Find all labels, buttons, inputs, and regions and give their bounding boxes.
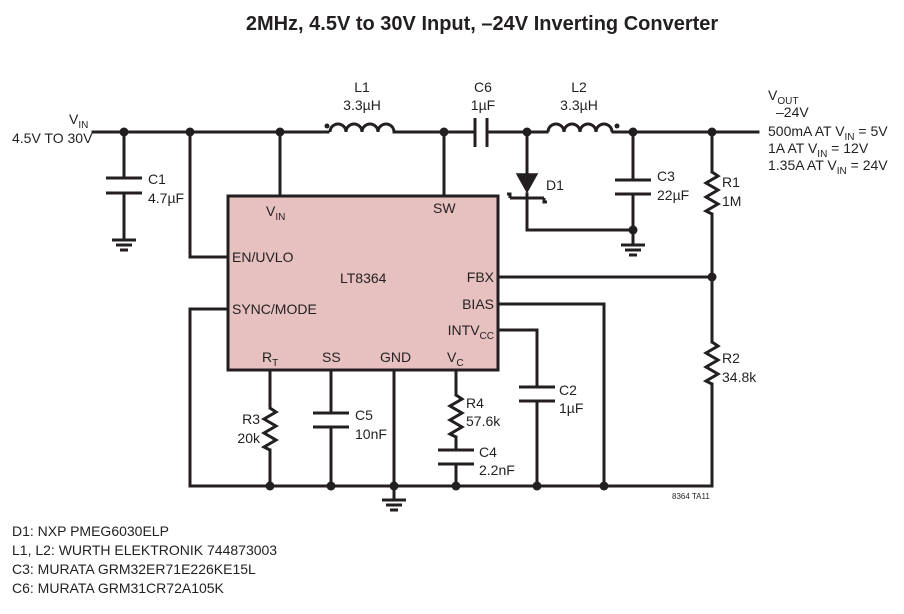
pin-sync-mode: SYNC/MODE xyxy=(232,301,317,317)
r3-value: 20k xyxy=(237,430,261,446)
ground-symbol-c3 xyxy=(621,243,645,257)
vin-label: VIN 4.5V TO 30V xyxy=(12,111,93,146)
c1-ref: C1 xyxy=(148,171,166,187)
inductor-l2: L2 3.3µH xyxy=(546,79,620,133)
r2-value: 34.8k xyxy=(722,369,757,385)
pin-ss: SS xyxy=(322,349,341,365)
vin-range: 4.5V TO 30V xyxy=(12,130,93,146)
vout-load-3: 1.35A AT VIN = 24V xyxy=(768,157,888,177)
lt8364-ic: LT8364 VIN SW EN/UVLO SYNC/MODE FBX BIAS… xyxy=(226,194,500,372)
vout-label: VOUT –24V 500mA AT VIN = 5V 1A AT VIN = … xyxy=(768,87,888,177)
r1-value: 1M xyxy=(722,193,741,209)
r1-ref: R1 xyxy=(722,174,740,190)
c2-ref: C2 xyxy=(559,382,577,398)
resistor-r4: R4 57.6k xyxy=(446,393,501,439)
l2-ref: L2 xyxy=(571,79,587,95)
note-c3: C3: MURATA GRM32ER71E226KE15L xyxy=(12,561,256,577)
resistor-r3: R3 20k xyxy=(237,406,279,452)
capacitor-c6: C6 1µF xyxy=(471,79,495,147)
ground-symbol-c1 xyxy=(112,238,136,252)
c1-value: 4.7µF xyxy=(148,190,184,206)
capacitor-c4: C4 2.2nF xyxy=(438,444,515,478)
vin-name: VIN xyxy=(69,111,88,131)
pin-sw: SW xyxy=(433,200,456,216)
inductor-l1: L1 3.3µH xyxy=(324,79,396,133)
d1-ref: D1 xyxy=(546,177,564,193)
pin-bias: BIAS xyxy=(462,296,494,312)
pin-en-uvlo: EN/UVLO xyxy=(232,249,294,265)
l2-value: 3.3µH xyxy=(560,97,598,113)
r3-ref: R3 xyxy=(242,411,260,427)
c5-ref: C5 xyxy=(355,407,373,423)
vout-voltage: –24V xyxy=(776,104,809,120)
note-d1: D1: NXP PMEG6030ELP xyxy=(12,523,169,539)
bom-notes: D1: NXP PMEG6030ELP L1, L2: WURTH ELEKTR… xyxy=(12,523,277,596)
c5-value: 10nF xyxy=(355,426,387,442)
c3-value: 22µF xyxy=(657,187,689,203)
c6-ref: C6 xyxy=(474,79,492,95)
r2-ref: R2 xyxy=(722,350,740,366)
capacitor-c1: C1 4.7µF xyxy=(106,171,184,206)
note-l1-l2: L1, L2: WURTH ELEKTRONIK 744873003 xyxy=(12,542,277,558)
vout-load-1: 500mA AT VIN = 5V xyxy=(768,123,888,143)
figure-id: 8364 TA11 xyxy=(672,492,710,501)
c2-value: 1µF xyxy=(559,400,583,416)
pin-rt: RT xyxy=(262,349,278,369)
pin-intvcc: INTVCC xyxy=(448,322,494,342)
figure-title: 2MHz, 4.5V to 30V Input, –24V Inverting … xyxy=(246,13,719,35)
capacitor-c2: C2 1µF xyxy=(519,382,583,416)
pin-vin: VIN xyxy=(266,203,285,223)
ground-symbol-main xyxy=(382,498,406,512)
junction-dots xyxy=(119,127,717,491)
l1-value: 3.3µH xyxy=(343,97,381,113)
vout-load-2: 1A AT VIN = 12V xyxy=(768,140,869,160)
wires xyxy=(91,130,760,502)
ic-body xyxy=(226,194,500,372)
capacitor-c3: C3 22µF xyxy=(615,168,689,203)
diode-d1: D1 xyxy=(507,173,564,204)
resistor-r2: R2 34.8k xyxy=(702,340,757,386)
c4-ref: C4 xyxy=(479,444,497,460)
r4-ref: R4 xyxy=(466,395,484,411)
pin-vc: VC xyxy=(447,349,464,369)
ic-name: LT8364 xyxy=(340,270,387,286)
c6-value: 1µF xyxy=(471,97,495,113)
c3-ref: C3 xyxy=(657,168,675,184)
pin-fbx: FBX xyxy=(467,269,495,285)
capacitor-c5: C5 10nF xyxy=(313,407,387,442)
c4-value: 2.2nF xyxy=(479,462,515,478)
r4-value: 57.6k xyxy=(466,413,501,429)
note-c6: C6: MURATA GRM31CR72A105K xyxy=(12,580,225,596)
pin-gnd: GND xyxy=(380,349,411,365)
l1-ref: L1 xyxy=(354,79,370,95)
vout-name: VOUT xyxy=(768,87,798,107)
resistor-r1: R1 1M xyxy=(702,170,741,216)
